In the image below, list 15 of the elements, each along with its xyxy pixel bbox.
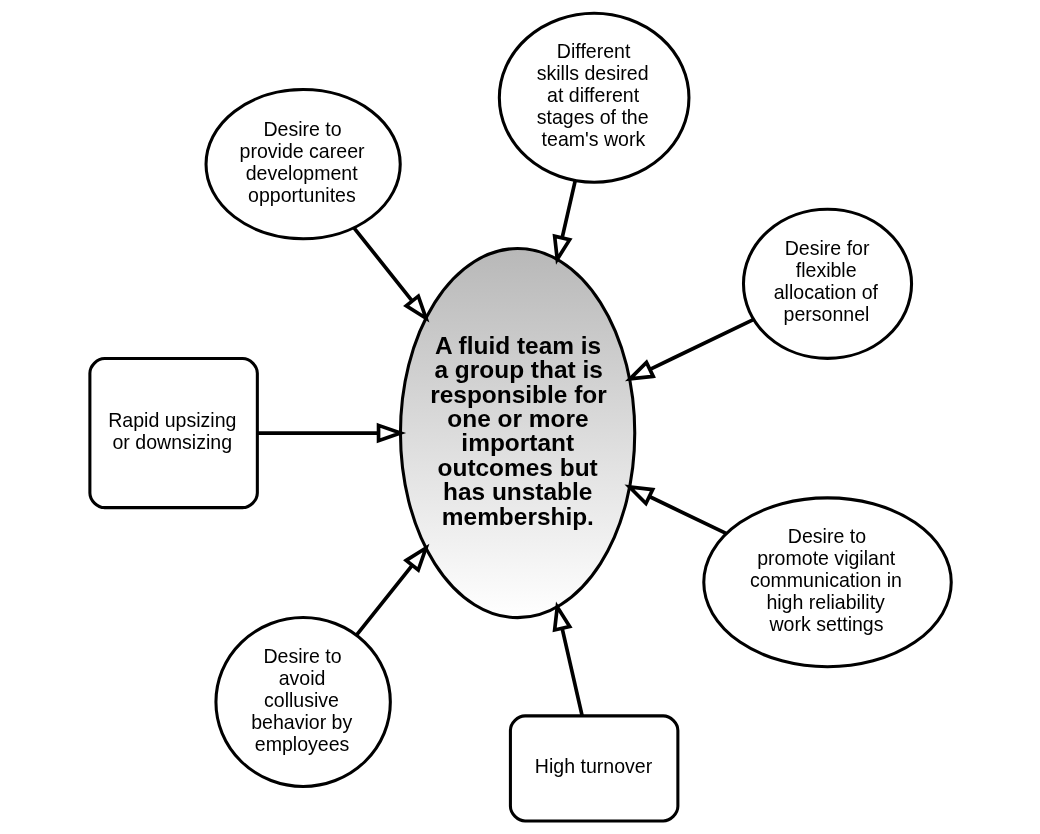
node-ellipse: Desire for flexible allocation of personnel: [741, 207, 913, 360]
node-box: Rapid upsizing or downsizing: [87, 357, 259, 510]
node-ellipse: Desire to provide career development opportunites: [204, 88, 402, 241]
arrow: [354, 543, 429, 636]
node-ellipse: Different skills desired at different stages of the team's work: [497, 11, 690, 184]
arrow: [352, 226, 429, 323]
arrow: [257, 422, 406, 444]
arrow: [552, 601, 584, 717]
node-ellipse: Desire to promote vigilant communication in high reliability work settings: [701, 496, 953, 669]
arrow: [552, 180, 577, 265]
node-circle: Desire to avoid collusive behavior by employees: [213, 616, 392, 788]
arrow: [624, 317, 754, 382]
node-ellipse: A fluid team is a group that is responsible for one or more important outcomes but has unstable membership.: [398, 246, 636, 620]
node-box: High turnover: [508, 714, 679, 823]
arrow: [623, 484, 727, 536]
